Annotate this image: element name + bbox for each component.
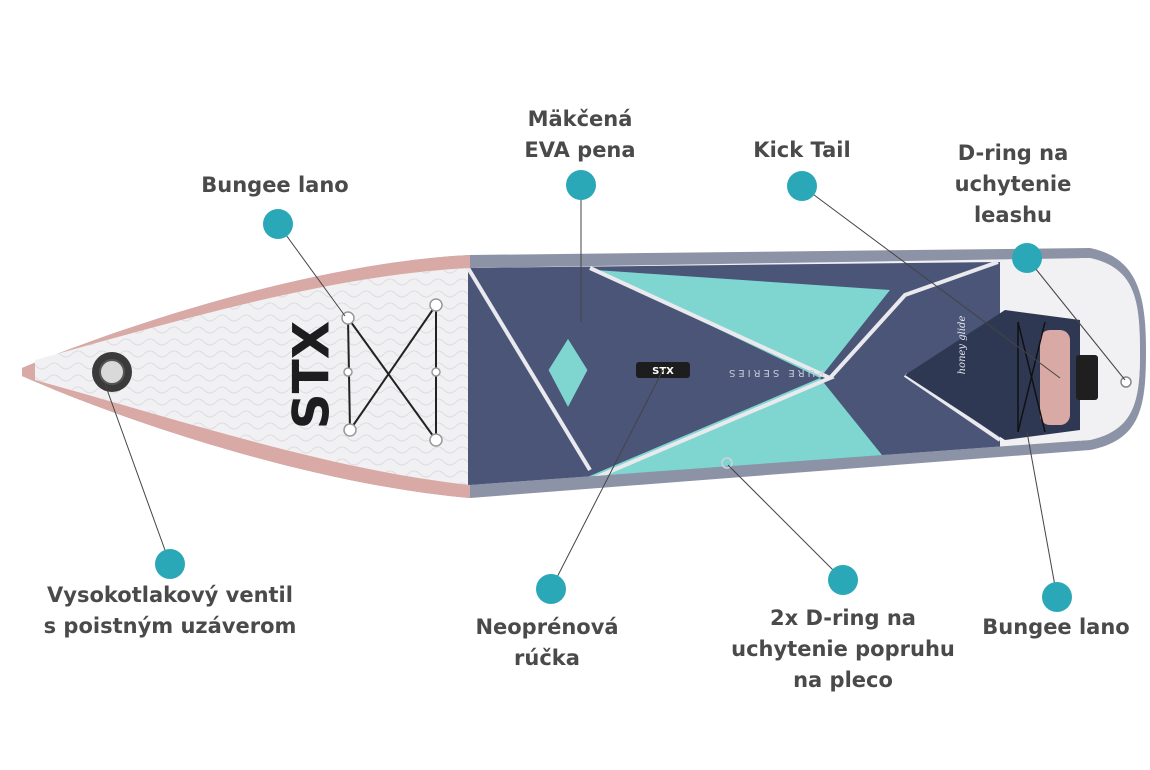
label-kick-tail: Kick Tail — [753, 138, 851, 162]
label-shoulder-dring: 2x D-ring na uchytenie popruhu na pleco — [731, 606, 955, 692]
callout-dot-leash-dring — [1012, 243, 1042, 273]
valve-inner — [99, 359, 125, 385]
deck-logo-diamond — [547, 337, 589, 410]
callout-dot-eva-foam — [566, 170, 596, 200]
callout-dot-bungee-rear — [1042, 582, 1072, 612]
callout-dot-valve — [155, 549, 185, 579]
leader-lines — [104, 185, 1126, 598]
callout-dot-bungee-front — [263, 209, 293, 239]
callout-dot-handle — [536, 574, 566, 604]
callout-dot-kick-tail — [787, 171, 817, 201]
label-bungee-front: Bungee lano — [201, 173, 349, 197]
kick-tail-bump — [1040, 330, 1070, 425]
kick-tail-pad — [905, 310, 1080, 440]
deck-pad-mint-top — [595, 270, 890, 378]
brand-logo: STX — [283, 321, 341, 430]
label-bungee-rear: Bungee lano — [982, 615, 1130, 639]
bungee-front-anchors — [341, 298, 443, 447]
callout-dot-shoulder-dring — [828, 565, 858, 595]
deck-pad-mint-bottom — [585, 378, 890, 478]
label-leash-dring: D-ring na uchytenie leashu — [954, 141, 1072, 227]
series-text: PURE SERIES — [726, 367, 824, 378]
label-handle: Neoprénová rúčka — [475, 615, 619, 670]
handle-logo: STX — [652, 366, 674, 377]
board-deck — [35, 258, 1140, 485]
callout-dots — [155, 170, 1072, 612]
leash-dring — [1120, 376, 1132, 388]
label-valve: Vysokotlakový ventil s poistným uzáverom — [43, 583, 297, 638]
leash-plug — [1076, 355, 1098, 400]
deck-script: honey glide — [957, 316, 968, 375]
bungee-rear-cords — [1017, 321, 1046, 433]
label-eva-foam: Mäkčená EVA pena — [524, 107, 636, 162]
shoulder-dring — [721, 457, 733, 469]
